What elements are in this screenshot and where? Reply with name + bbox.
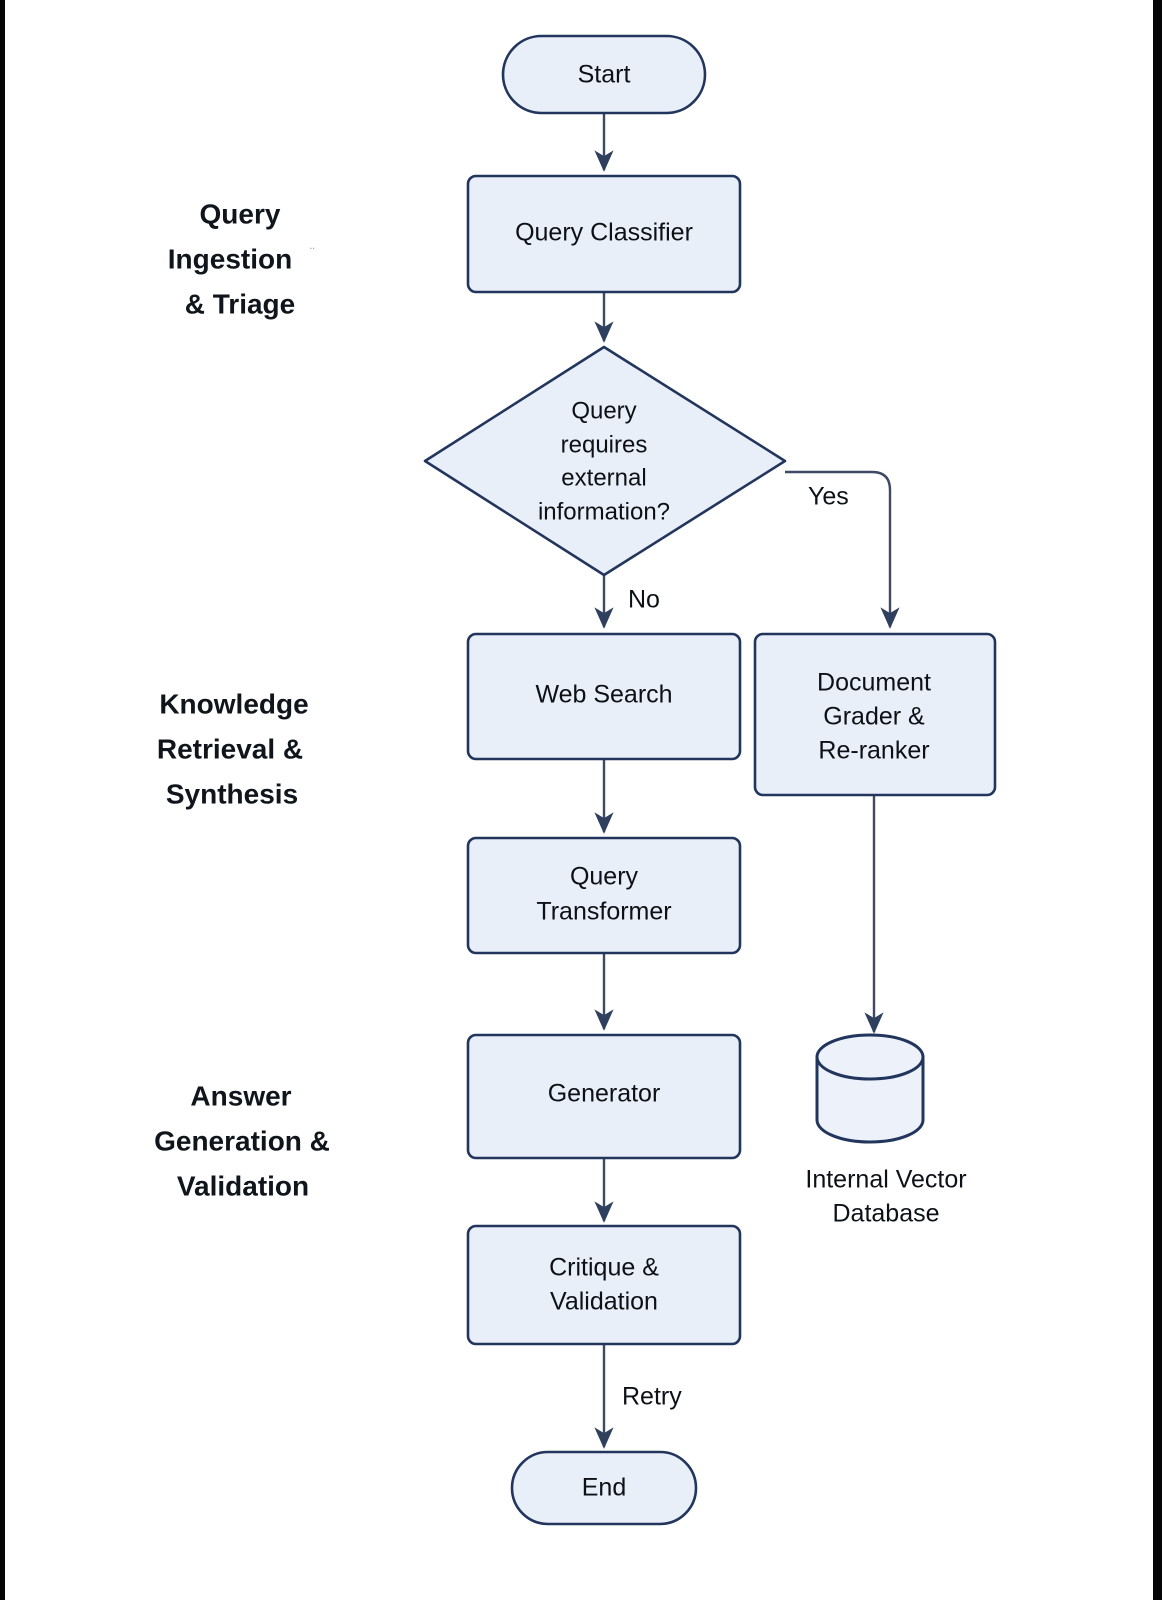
node-start-label: Start [578,61,631,89]
node-query-transformer[interactable]: Query Transformer [466,836,742,955]
node-document-grader-line-1: Grader & [823,703,925,731]
node-web-search[interactable]: Web Search [466,632,742,761]
vector-database-caption-line-0: Internal Vector [805,1166,966,1194]
edge-decision-to-grader [785,470,900,629]
phase-ingestion-artifact: ¨ [310,245,315,261]
node-web-search-label: Web Search [535,681,672,709]
node-critique-line-0: Critique & [549,1254,659,1282]
node-query-classifier-label: Query Classifier [515,219,693,247]
node-decision-line-2: external [561,464,646,491]
phase-label-answer-generation: Answer Generation & Validation [154,1080,330,1201]
node-vector-database[interactable]: Internal Vector Database [805,1033,967,1228]
node-end-label: End [582,1474,626,1502]
node-document-grader-line-0: Document [817,669,931,697]
node-document-grader[interactable]: Document Grader & Re-ranker [753,632,997,797]
phase-label-knowledge-retrieval: Knowledge Retrieval & Synthesis [157,688,309,809]
vector-database-caption-line-1: Database [832,1200,939,1228]
node-start[interactable]: Start [501,34,707,115]
left-edge-bar [0,0,5,1600]
node-document-grader-line-2: Re-ranker [818,737,929,765]
node-generator-shape[interactable] [466,1033,742,1160]
phase-label-query-ingestion: Query Ingestion ¨ & Triage [168,198,315,319]
phase-generation-line-0: Answer [190,1080,291,1111]
node-decision-shape[interactable] [423,345,787,577]
phase-generation-line-2: Validation [177,1170,309,1201]
node-query-transformer-line-0: Query [570,863,639,891]
edges-layer [594,113,900,1449]
node-web-search-shape[interactable] [466,632,742,761]
phase-retrieval-line-1: Retrieval & [157,733,303,764]
node-decision-external-info[interactable]: Query requires external information? [423,345,787,577]
phase-ingestion-line-1: Ingestion [168,243,292,274]
node-end[interactable]: End [510,1450,698,1526]
phase-ingestion-line-2: & Triage [185,288,295,319]
node-query-classifier-shape[interactable] [466,174,742,294]
node-critique-line-1: Validation [550,1288,658,1316]
node-end-shape[interactable] [510,1450,698,1526]
node-query-transformer-line-1: Transformer [536,898,671,926]
node-query-transformer-shape[interactable] [466,836,742,955]
node-decision-line-3: information? [538,498,670,525]
node-critique-validation[interactable]: Critique & Validation [466,1224,742,1346]
node-decision-line-0: Query [571,397,636,424]
edge-label-yes: Yes [808,483,849,511]
node-query-classifier[interactable]: Query Classifier [466,174,742,294]
edge-label-no: No [628,586,660,614]
node-generator[interactable]: Generator [466,1033,742,1160]
right-edge-bar [1153,0,1162,1600]
phase-retrieval-line-2: Synthesis [166,778,298,809]
database-cylinder-top[interactable] [815,1033,925,1081]
edge-label-retry: Retry [622,1383,682,1411]
phase-generation-line-1: Generation & [154,1125,330,1156]
phase-ingestion-line-0: Query [200,198,281,229]
node-document-grader-shape[interactable] [753,632,997,797]
phase-retrieval-line-0: Knowledge [159,688,308,719]
node-generator-label: Generator [548,1080,661,1108]
node-decision-line-1: requires [561,431,648,458]
node-critique-validation-shape[interactable] [466,1224,742,1346]
database-cylinder-body[interactable] [815,1055,925,1144]
node-start-shape[interactable] [501,34,707,115]
